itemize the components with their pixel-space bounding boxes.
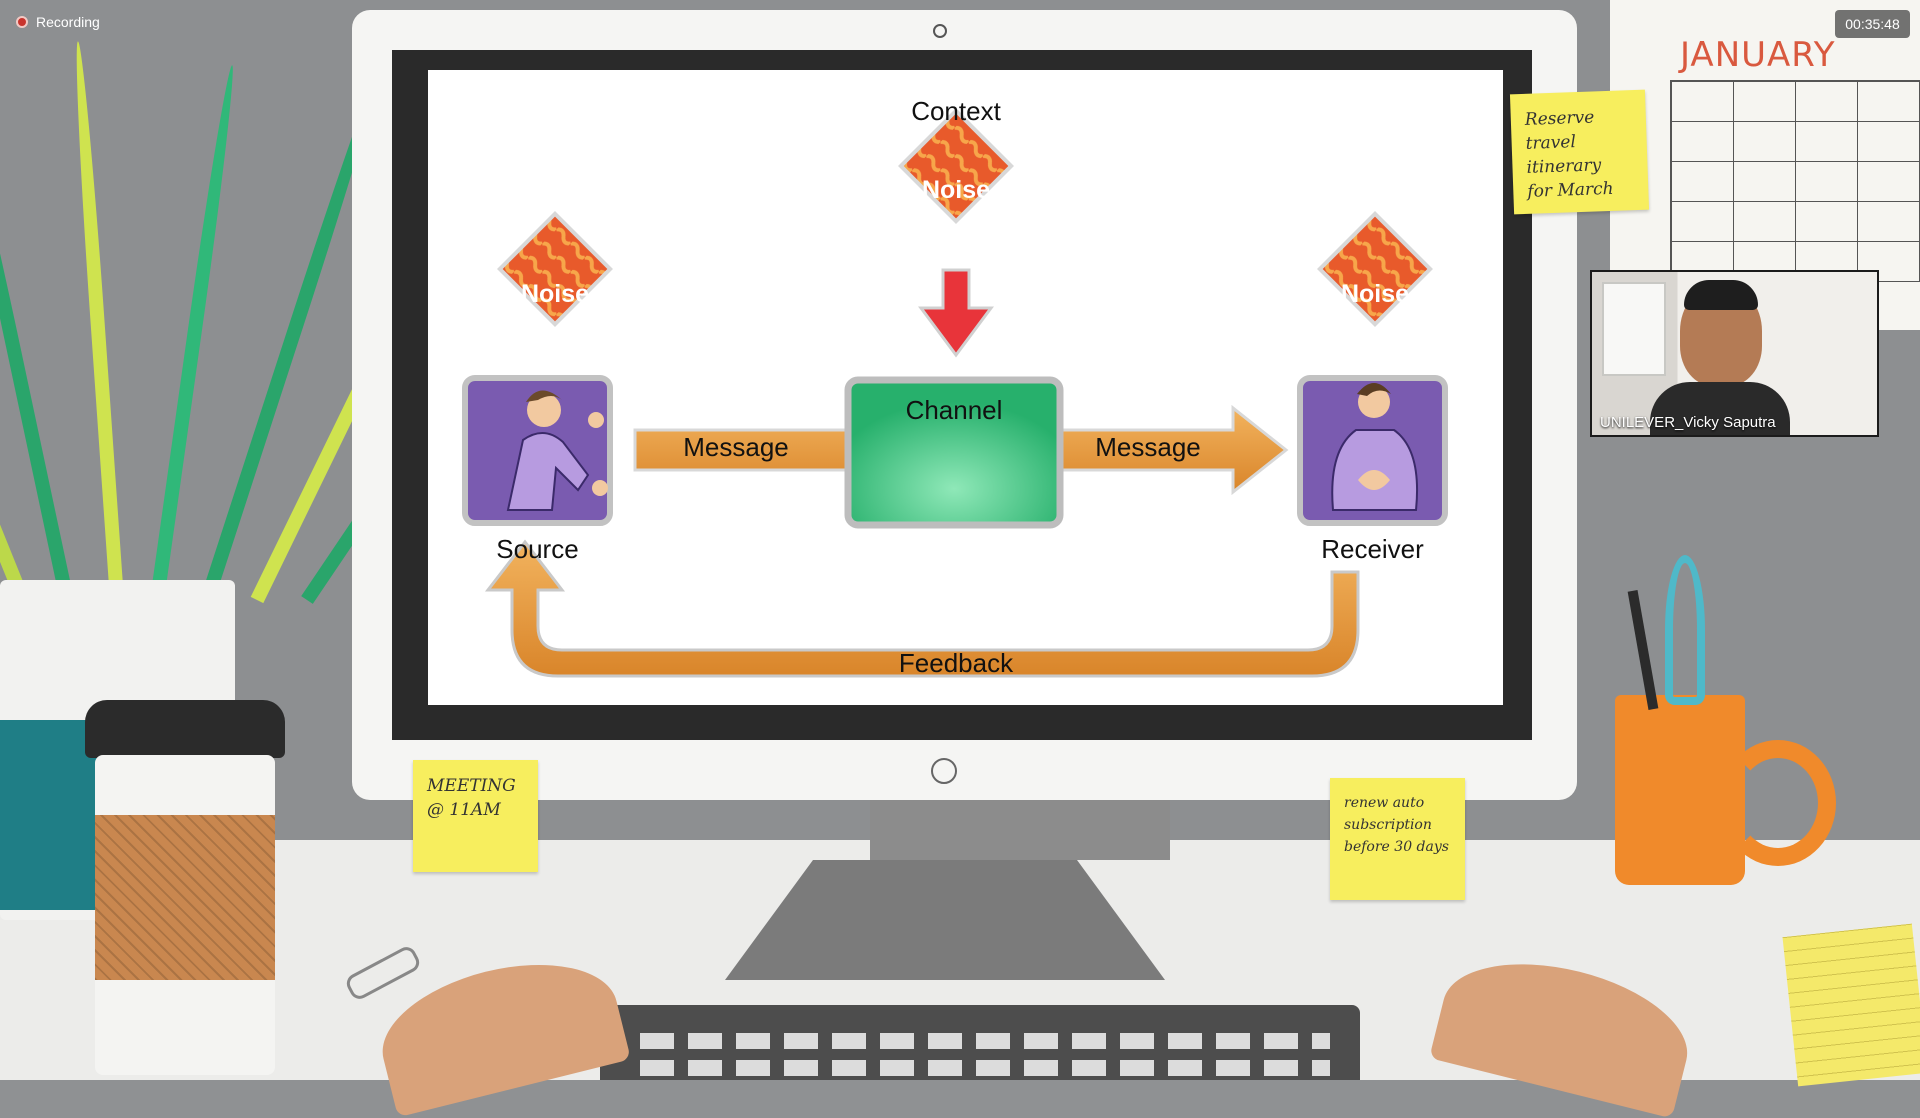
sticky-line: Reserve travel — [1524, 107, 1595, 154]
feedback-arrow — [484, 539, 1360, 678]
receiver-label: Receiver — [1321, 534, 1424, 564]
keyboard-keys-row-1 — [640, 1033, 1330, 1049]
recording-label: Recording — [36, 14, 100, 30]
feedback-label: Feedback — [898, 648, 1014, 678]
sticky-line: before 30 days — [1344, 839, 1449, 855]
source-label: Source — [496, 534, 579, 564]
sticky-note-left: MEETING @ 11AM — [413, 760, 538, 872]
power-button-icon — [931, 758, 957, 784]
participant-name: UNILEVER_Vicky Saputra — [1600, 414, 1776, 431]
noise-down-arrow — [918, 268, 994, 358]
noise-label-right: Noise — [1340, 280, 1410, 308]
sticky-note-top-right: Reserve travel itinerary for March — [1509, 89, 1650, 215]
source-person-icon — [506, 390, 608, 511]
webcam-icon — [933, 24, 947, 38]
video-window-icon — [1602, 282, 1666, 376]
sticky-line: MEETING — [427, 776, 516, 796]
noise-label-left: Noise — [520, 280, 590, 308]
meeting-timer: 00:35:48 — [1835, 10, 1910, 38]
sticky-line: @ 11AM — [427, 800, 501, 820]
keyboard-keys-row-2 — [640, 1060, 1330, 1076]
yellow-notepad — [1782, 923, 1920, 1087]
recording-indicator[interactable]: Recording — [16, 14, 100, 30]
monitor-neck — [870, 800, 1170, 860]
noise-label-center: Noise — [921, 176, 991, 204]
sticky-line: subscription — [1344, 817, 1432, 833]
sticky-note-right: renew auto subscription before 30 days — [1330, 778, 1465, 900]
receiver-person-icon — [1331, 383, 1419, 511]
calendar-grid — [1670, 80, 1920, 282]
participant-shirt — [1650, 382, 1790, 435]
channel-box — [844, 376, 1064, 529]
coffee-cup-lid — [85, 700, 285, 758]
sticky-line: for March — [1527, 178, 1614, 202]
communication-model-diagram — [462, 108, 1448, 678]
pencil-mug — [1615, 695, 1745, 885]
presentation-slide: Context Noise Noise Noise Channel Messag… — [428, 70, 1503, 705]
message-label-right: Message — [1095, 432, 1201, 462]
noise-diamond-center — [898, 108, 1014, 224]
scissors-icon — [1665, 555, 1705, 705]
coffee-cup-sleeve — [95, 815, 275, 980]
participant-hair — [1684, 280, 1758, 310]
noise-diamond-left — [497, 211, 613, 327]
context-label: Context — [911, 96, 1001, 126]
participant-video-tile[interactable]: UNILEVER_Vicky Saputra — [1590, 270, 1879, 437]
record-dot-icon — [16, 16, 28, 28]
calendar-month: JANUARY — [1680, 35, 1836, 75]
channel-label: Channel — [905, 395, 1003, 425]
noise-diamond-right — [1317, 211, 1433, 327]
message-label-left: Message — [683, 432, 789, 462]
sticky-line: renew auto — [1344, 795, 1425, 811]
